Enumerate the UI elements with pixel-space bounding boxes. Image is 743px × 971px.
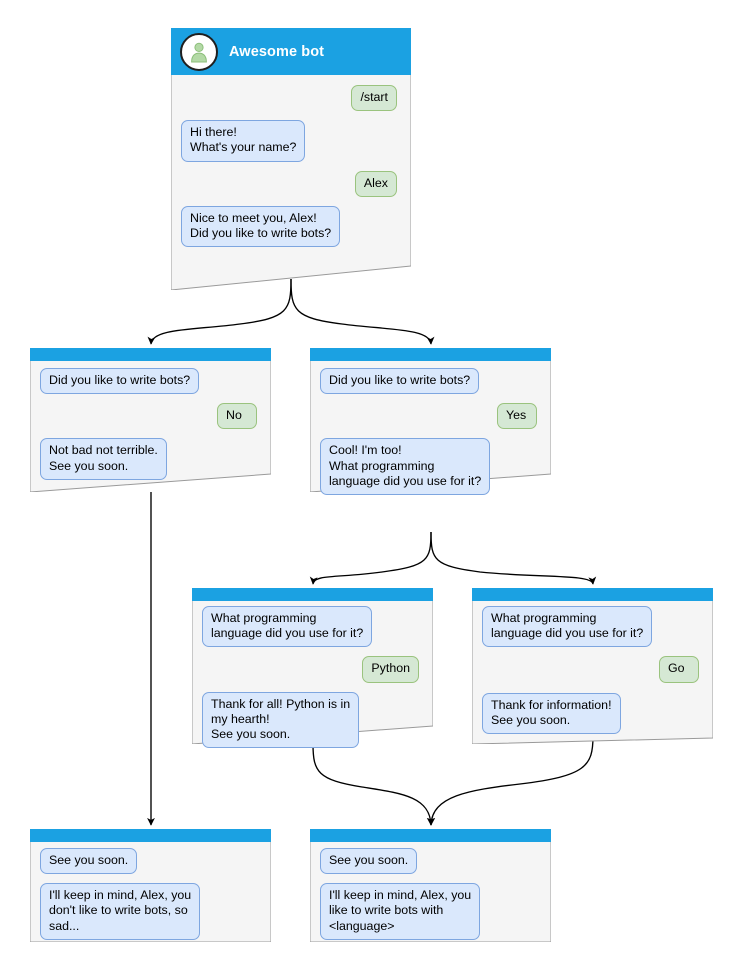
card-goodbye-no[interactable]: See you soon. I'll keep in mind, Alex, y… — [30, 829, 271, 942]
bot-name-label: Awesome bot — [229, 43, 325, 60]
bot-message-bubble[interactable]: What programming language did you use fo… — [482, 606, 653, 648]
bot-message-bubble[interactable]: Nice to meet you, Alex! Did you like to … — [181, 205, 341, 248]
bot-message-bubble[interactable]: Hi there! What's your name? — [181, 120, 306, 162]
bot-message-bubble[interactable]: Did you like to write bots? — [320, 368, 480, 395]
message-row: Go — [482, 656, 703, 683]
bot-message-bubble[interactable]: I'll keep in mind, Alex, you like to wri… — [320, 883, 481, 940]
message-row: Thank for information! See you soon. — [482, 692, 703, 735]
card-start-header: Awesome bot — [171, 28, 411, 75]
message-row: Yes — [320, 403, 541, 430]
message-row: Nice to meet you, Alex! Did you like to … — [181, 205, 401, 248]
bot-message-bubble[interactable]: See you soon. — [320, 848, 418, 875]
message-row: I'll keep in mind, Alex, you like to wri… — [320, 883, 541, 940]
message-row: Cool! I'm too! What programming language… — [320, 438, 541, 496]
message-row: /start — [181, 85, 401, 112]
bot-avatar-icon — [180, 32, 218, 71]
bot-message-bubble[interactable]: Cool! I'm too! What programming language… — [320, 438, 491, 496]
card-start-messages: /start Hi there! What's your name? Alex … — [171, 75, 411, 248]
card-goodbye-no-header — [30, 829, 271, 842]
message-row: What programming language did you use fo… — [202, 606, 423, 648]
card-language-go-header — [472, 588, 713, 601]
card-language-python-messages: What programming language did you use fo… — [192, 601, 433, 749]
bot-message-bubble[interactable]: Did you like to write bots? — [40, 368, 200, 395]
card-goodbye-yes-header — [310, 829, 551, 842]
bot-message-bubble[interactable]: Not bad not terrible. See you soon. — [40, 438, 167, 480]
card-language-go-messages: What programming language did you use fo… — [472, 601, 713, 735]
message-row: Alex — [181, 170, 401, 197]
card-answer-no-messages: Did you like to write bots? No Not bad n… — [30, 361, 271, 480]
edge-yes-to-go — [430, 531, 597, 585]
message-row: See you soon. — [40, 848, 261, 875]
bot-message-bubble[interactable]: I'll keep in mind, Alex, you don't like … — [40, 883, 201, 940]
card-language-python[interactable]: What programming language did you use fo… — [192, 588, 433, 749]
message-row: Not bad not terrible. See you soon. — [40, 438, 261, 480]
message-row: I'll keep in mind, Alex, you don't like … — [40, 883, 261, 940]
card-answer-no-header — [30, 348, 271, 361]
edge-yes-to-python — [309, 531, 432, 585]
user-message-bubble[interactable]: Yes — [497, 403, 537, 430]
card-start[interactable]: Awesome bot /start Hi there! What's your… — [171, 28, 411, 290]
message-row: Thank for all! Python is in my hearth! S… — [202, 691, 423, 749]
message-row: Hi there! What's your name? — [181, 120, 401, 162]
card-language-go[interactable]: What programming language did you use fo… — [472, 588, 713, 744]
card-answer-yes[interactable]: Did you like to write bots? Yes Cool! I'… — [310, 348, 551, 496]
user-message-bubble[interactable]: /start — [351, 85, 397, 112]
user-message-bubble[interactable]: Alex — [354, 170, 397, 197]
user-message-bubble[interactable]: No — [217, 403, 257, 430]
bot-message-bubble[interactable]: See you soon. — [40, 848, 138, 875]
card-goodbye-yes-messages: See you soon. I'll keep in mind, Alex, y… — [310, 842, 551, 940]
card-goodbye-no-messages: See you soon. I'll keep in mind, Alex, y… — [30, 842, 271, 940]
card-goodbye-yes[interactable]: See you soon. I'll keep in mind, Alex, y… — [310, 829, 551, 942]
bot-message-bubble[interactable]: Thank for all! Python is in my hearth! S… — [202, 691, 360, 749]
card-answer-yes-messages: Did you like to write bots? Yes Cool! I'… — [310, 361, 551, 496]
user-message-bubble[interactable]: Go — [659, 656, 699, 683]
message-row: What programming language did you use fo… — [482, 606, 703, 648]
edge-go-to-goodbye — [427, 735, 594, 826]
message-row: See you soon. — [320, 848, 541, 875]
card-language-python-header — [192, 588, 433, 601]
message-row: Did you like to write bots? — [40, 368, 261, 395]
card-answer-yes-header — [310, 348, 551, 361]
message-row: No — [40, 403, 261, 430]
bot-message-bubble[interactable]: Thank for information! See you soon. — [482, 692, 621, 735]
bot-message-bubble[interactable]: What programming language did you use fo… — [202, 606, 373, 648]
message-row: Python — [202, 656, 423, 683]
user-message-bubble[interactable]: Python — [362, 656, 419, 683]
card-answer-no[interactable]: Did you like to write bots? No Not bad n… — [30, 348, 271, 492]
message-row: Did you like to write bots? — [320, 368, 541, 395]
